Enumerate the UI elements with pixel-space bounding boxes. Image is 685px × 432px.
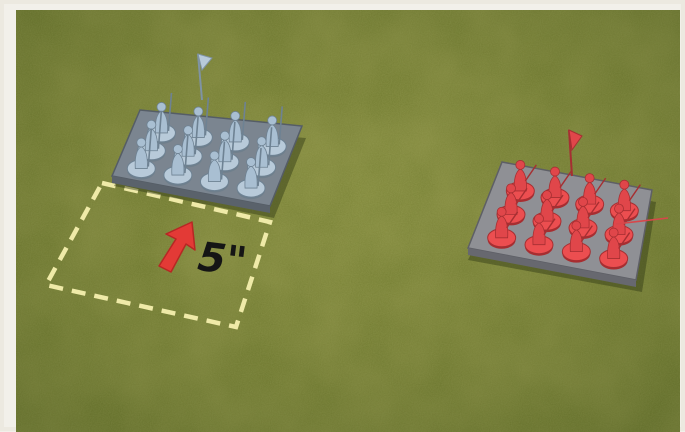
move-distance-label: 5" — [195, 234, 249, 286]
movement-direction-arrow-icon — [158, 221, 196, 273]
blue-unit-figure — [199, 141, 229, 193]
blue-unit-figure — [163, 135, 193, 187]
red-unit — [466, 129, 669, 292]
red-unit-figure — [561, 220, 593, 263]
blue-unit-figure — [236, 148, 266, 200]
red-unit-figure — [524, 213, 556, 256]
tabletop-scene: 5" — [16, 10, 680, 432]
red-unit-spear-icon — [615, 217, 669, 225]
red-unit-figure — [487, 206, 519, 249]
blue-unit — [110, 53, 306, 218]
red-unit-figure — [599, 227, 631, 270]
blue-unit-figure — [126, 128, 156, 180]
red-unit-tray-edge — [468, 248, 636, 287]
blue-unit-banner-icon — [197, 53, 213, 101]
movement-zone-outline — [42, 180, 273, 330]
blue-unit-tray-edge — [112, 176, 270, 213]
red-unit-banner-icon — [568, 129, 583, 177]
